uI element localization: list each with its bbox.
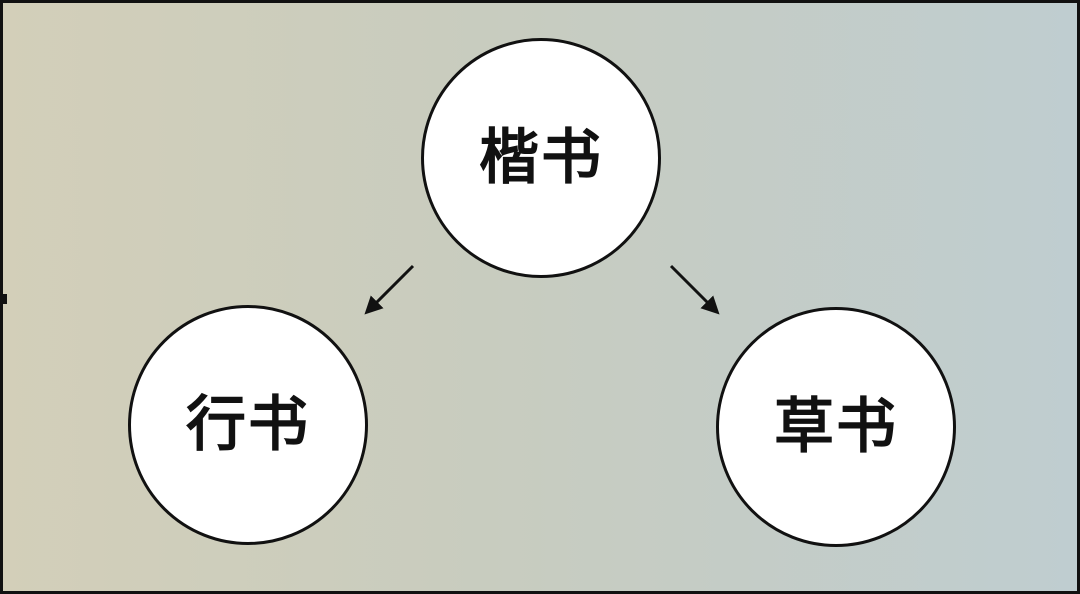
arrow-top-to-left <box>364 264 415 315</box>
node-caoshu-label: 草书 <box>774 392 898 462</box>
arrow-layer <box>364 264 720 315</box>
node-xingshu-label: 行书 <box>186 390 310 460</box>
arrow-top-to-right <box>669 264 720 315</box>
node-kaishu-label: 楷书 <box>479 123 603 193</box>
left-edge-tick <box>3 294 7 304</box>
node-caoshu: 草书 <box>716 307 956 547</box>
node-xingshu: 行书 <box>128 305 368 545</box>
node-kaishu: 楷书 <box>421 38 661 278</box>
